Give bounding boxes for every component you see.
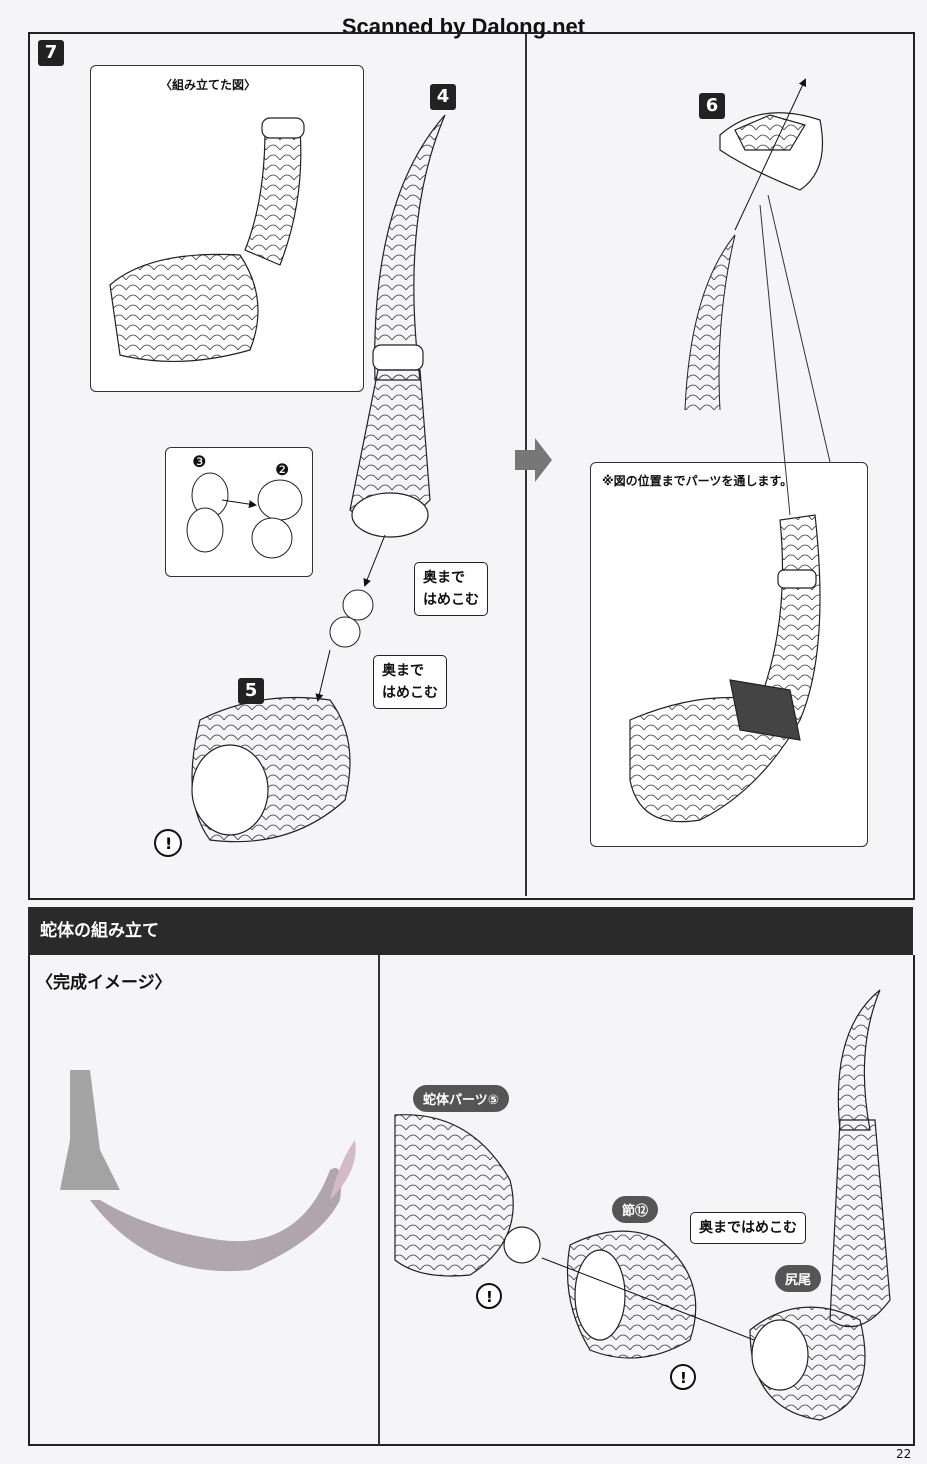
callout-line: 奥まで (382, 663, 424, 679)
page-number: 22 (896, 1447, 912, 1461)
divider (378, 955, 380, 1445)
divider (525, 34, 527, 896)
callout-line: はめこむ (382, 685, 438, 701)
part-2-label: ❷ (275, 460, 290, 479)
assembled-view-inset (90, 65, 364, 392)
callout-press-in-a: 奥まではめこむ (414, 562, 488, 616)
note-inset (590, 462, 868, 847)
step-4-badge: 4 (430, 84, 456, 110)
assembled-view-label: 〈組み立てた図〉 (160, 78, 257, 92)
note-text: ※図の位置までパーツを通します。 (602, 474, 793, 488)
joint-part-label: 節⑫ (612, 1196, 659, 1223)
step-7-badge: 7 (38, 40, 64, 66)
callout-line: 奥まで (423, 570, 465, 586)
step-6-badge: 6 (699, 93, 725, 119)
section-panel (28, 955, 915, 1446)
body-part-label: 蛇体パーツ⑤ (413, 1085, 509, 1112)
callout-press-in-b: 奥まではめこむ (373, 655, 447, 709)
tail-part-label: 尻尾 (775, 1265, 822, 1292)
callout-line: はめこむ (423, 592, 479, 608)
complete-image-label: 〈完成イメージ〉 (36, 973, 172, 993)
step-7-panel (28, 32, 915, 900)
step-5-badge: 5 (238, 678, 264, 704)
joint-mark: 12 (588, 1294, 604, 1308)
part-3-label: ❸ (192, 452, 207, 471)
parts-inset (165, 447, 313, 577)
callout-press-in: 奥まではめこむ (690, 1212, 806, 1244)
section-header: 蛇体の組み立て (28, 907, 913, 955)
watermark: Scanned by Dalong.net (341, 14, 586, 39)
